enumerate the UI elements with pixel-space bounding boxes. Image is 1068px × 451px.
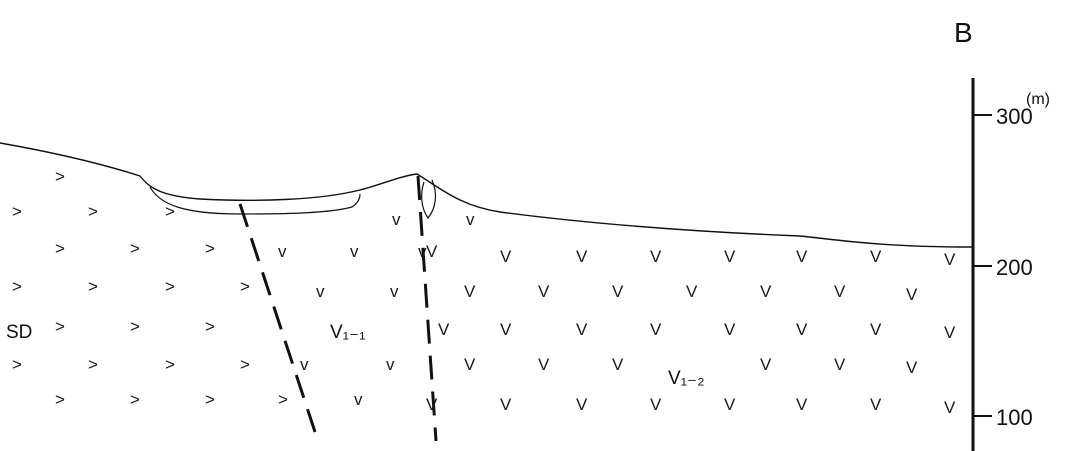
- sd-symbol: >: [12, 202, 22, 221]
- volcanic-symbol: V: [834, 282, 846, 301]
- depression-fill-lens: [149, 186, 361, 215]
- volcanic-symbol: V: [724, 320, 736, 339]
- sd-symbol: >: [165, 277, 175, 296]
- volcanic-symbol: v: [466, 210, 475, 229]
- sd-symbol: >: [165, 202, 175, 221]
- sd-symbol: >: [130, 317, 140, 336]
- tick-label-200: 200: [996, 255, 1033, 280]
- sd-symbol: >: [165, 355, 175, 374]
- volcanic-symbol: V: [796, 247, 808, 266]
- sd-symbol: >: [205, 317, 215, 336]
- volcanic-symbol: v: [300, 355, 309, 374]
- volcanic-symbol: v: [386, 355, 395, 374]
- sd-symbol: >: [88, 277, 98, 296]
- volcanic-symbol: V: [724, 247, 736, 266]
- sd-symbol: >: [12, 277, 22, 296]
- volcanic-symbol: V: [944, 250, 956, 269]
- unit-label-sd: SD: [6, 322, 32, 343]
- volcanic-symbol: V: [870, 395, 882, 414]
- tick-label-100: 100: [996, 405, 1033, 430]
- sd-symbol: >: [130, 390, 140, 409]
- volcanic-symbol: V: [500, 320, 512, 339]
- volcanic-symbol: V: [538, 282, 550, 301]
- volcanic-symbol: V: [724, 395, 736, 414]
- volcanic-symbol: V: [576, 395, 588, 414]
- sd-symbol: >: [205, 239, 215, 258]
- volcanic-symbol: V: [576, 320, 588, 339]
- volcanic-symbol: V: [650, 247, 662, 266]
- volcanic-symbol: V: [796, 320, 808, 339]
- sd-symbol: >: [240, 277, 250, 296]
- fault-west: [238, 203, 320, 442]
- volcanic-symbol: V: [796, 395, 808, 414]
- volcanic-symbol: V: [760, 355, 772, 374]
- volcanic-symbol: v: [350, 242, 359, 261]
- sd-symbol: >: [240, 355, 250, 374]
- volcanic-symbol: v: [392, 210, 401, 229]
- volcanic-symbol: V: [650, 320, 662, 339]
- volcanic-symbol: v: [316, 282, 325, 301]
- volcanic-symbol: V: [426, 242, 438, 261]
- unit-label-v1-2: V₁₋₂: [668, 368, 705, 389]
- sd-symbol: >: [278, 390, 288, 409]
- volcanic-symbol: V: [464, 355, 476, 374]
- dike-lens: [421, 179, 437, 220]
- volcanic-symbol: V: [464, 282, 476, 301]
- volcanic-symbol: V: [870, 320, 882, 339]
- volcanic-symbol: V: [834, 355, 846, 374]
- sd-symbol: >: [55, 239, 65, 258]
- volcanic-symbol: V: [576, 247, 588, 266]
- ground-surface: [0, 142, 974, 248]
- sd-symbol: >: [205, 390, 215, 409]
- volcanic-symbol: V: [760, 282, 772, 301]
- volcanic-symbol: v: [418, 242, 427, 261]
- volcanic-symbol: V: [906, 358, 918, 377]
- unit-label-v1-1: V₁₋₁: [330, 322, 366, 343]
- volcanic-symbol: v: [390, 282, 399, 301]
- sd-symbol: >: [88, 202, 98, 221]
- tick-label-300: 300: [996, 104, 1033, 129]
- sd-symbol: >: [55, 390, 65, 409]
- sd-symbol: >: [55, 317, 65, 336]
- volcanic-symbol: V: [944, 398, 956, 417]
- volcanic-symbol: V: [612, 355, 624, 374]
- fault-east: [416, 175, 438, 442]
- volcanic-symbol: V: [906, 285, 918, 304]
- volcanic-symbol: V: [500, 247, 512, 266]
- section-end-label: B: [954, 17, 973, 48]
- sd-symbol: >: [130, 239, 140, 258]
- volcanic-symbol: v: [278, 242, 287, 261]
- sd-symbol: >: [55, 167, 65, 186]
- volcanic-symbol: V: [426, 395, 438, 414]
- volcanic-symbol: V: [686, 282, 698, 301]
- volcanic-symbol: V: [500, 395, 512, 414]
- volcanic-symbol: V: [538, 355, 550, 374]
- elevation-unit-label: (m): [1026, 91, 1050, 108]
- volcanic-symbol: V: [650, 395, 662, 414]
- volcanic-symbol: V: [438, 320, 450, 339]
- volcanic-symbol: V: [870, 247, 882, 266]
- volcanic-symbol: V: [612, 282, 624, 301]
- volcanic-symbol: V: [944, 323, 956, 342]
- sd-symbol: >: [12, 355, 22, 374]
- volcanic-symbol: v: [354, 390, 363, 409]
- sd-symbol: >: [88, 355, 98, 374]
